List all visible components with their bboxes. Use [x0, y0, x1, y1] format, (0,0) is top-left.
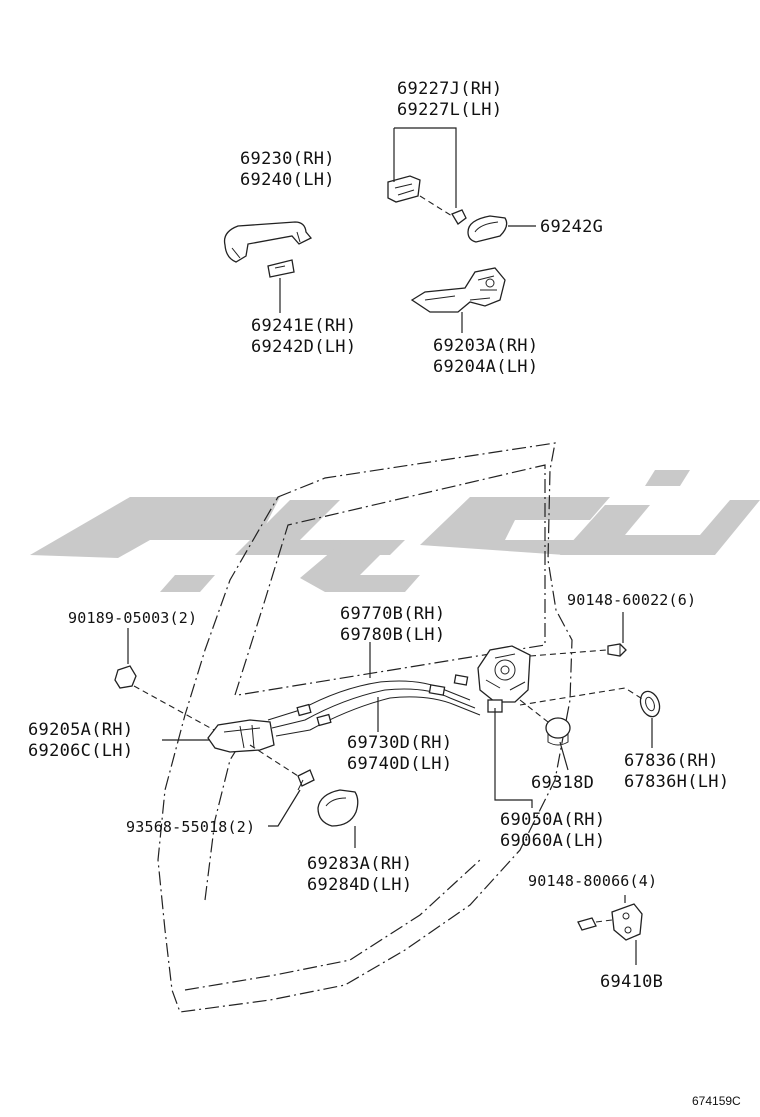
- inside-handle-bezel: [317, 789, 359, 827]
- handle-frame-piece: [387, 175, 421, 203]
- leader-cap: [559, 741, 569, 771]
- cables: [267, 674, 481, 737]
- label-screw-inside: 90189-05003(2): [68, 609, 197, 627]
- dash-bumper: [519, 687, 645, 706]
- screw-lock: [607, 643, 627, 657]
- dash-screw-lock: [529, 649, 607, 657]
- label-inside-handle-rh: 69205A(RH): [28, 720, 133, 740]
- label-screw-bezel: 93568-55018(2): [126, 818, 255, 836]
- label-cable-lock-lh: 69780B(LH): [340, 625, 445, 645]
- handle-pad-small: [267, 259, 295, 278]
- label-screw-lock: 90148-60022(6): [567, 591, 696, 609]
- label-cable-open-lh: 69740D(LH): [347, 754, 452, 774]
- handle-frame-assy: [410, 267, 506, 313]
- label-frame-assy-lh: 69204A(LH): [433, 357, 538, 377]
- door-striker: [611, 903, 643, 941]
- dash-screw-inside: [133, 685, 215, 731]
- outside-handle: [223, 221, 313, 263]
- label-frame-assy-rh: 69203A(RH): [433, 336, 538, 356]
- watermark-graphic: [30, 470, 760, 592]
- screw-bezel: [297, 769, 315, 791]
- label-bezel-lh: 69284D(LH): [307, 875, 412, 895]
- label-cable-lock-rh: 69770B(RH): [340, 604, 445, 624]
- label-door-lock-lh: 69060A(LH): [500, 831, 605, 851]
- label-bumper-rh: 67836(RH): [624, 751, 719, 771]
- label-cap: 69318D: [531, 773, 594, 793]
- label-screw-striker: 90148-80066(4): [528, 872, 657, 890]
- screw-inside-handle: [114, 665, 137, 689]
- label-striker: 69410B: [600, 972, 663, 992]
- label-pad-g: 69242G: [540, 217, 603, 237]
- label-handle-outer-rh: 69230(RH): [240, 149, 335, 169]
- frame-clip: [451, 209, 467, 225]
- label-cable-open-rh: 69730D(RH): [347, 733, 452, 753]
- leader-frame: [393, 127, 457, 208]
- dash-screw-striker: [595, 919, 613, 923]
- handle-pad-g: [467, 215, 508, 243]
- label-frame-lh: 69227L(LH): [397, 100, 502, 120]
- leader-door-lock: [494, 708, 533, 808]
- label-pad-small-lh: 69242D(LH): [251, 337, 356, 357]
- label-frame-rh: 69227J(RH): [397, 79, 502, 99]
- inside-handle: [207, 719, 275, 753]
- label-pad-small-rh: 69241E(RH): [251, 316, 356, 336]
- lock-cap: [545, 717, 571, 746]
- screw-striker: [577, 917, 597, 931]
- label-door-lock-rh: 69050A(RH): [500, 810, 605, 830]
- dash-cap: [519, 699, 549, 723]
- label-handle-outer-lh: 69240(LH): [240, 170, 335, 190]
- label-bumper-lh: 67836H(LH): [624, 772, 729, 792]
- door-bumper: [639, 690, 661, 718]
- leader-screw-bezel: [268, 789, 301, 827]
- diagram-code: 674159C: [692, 1094, 741, 1108]
- dash-frame: [419, 195, 453, 217]
- label-bezel-rh: 69283A(RH): [307, 854, 412, 874]
- label-inside-handle-lh: 69206C(LH): [28, 741, 133, 761]
